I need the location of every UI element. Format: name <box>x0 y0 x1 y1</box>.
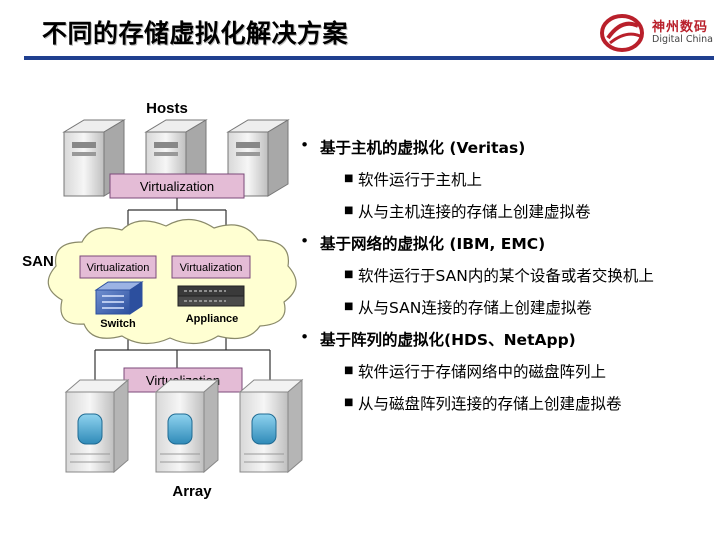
square-bullet-icon: ■ <box>344 173 354 184</box>
host-virtualization-label: Virtualization <box>140 179 214 194</box>
logo-text-cn: 神州数码 <box>652 20 709 35</box>
sub-bullet-item: ■ 软件运行于主机上 <box>344 168 710 189</box>
bullet-item: • 基于阵列的虚拟化(HDS、NetApp) <box>300 328 710 349</box>
sub-bullet-item: ■ 从与主机连接的存储上创建虚拟卷 <box>344 200 710 221</box>
storage-array <box>64 378 130 474</box>
host-virtualization-layer <box>109 173 245 199</box>
sub-bullet-text: 软件运行于SAN内的某个设备或者交换机上 <box>358 267 654 285</box>
appliance-label: Appliance <box>186 313 239 325</box>
storage-array <box>154 378 220 474</box>
appliance-virtualization-label: Virtualization <box>180 262 243 274</box>
bullet-text: 基于主机的虚拟化 (Veritas) <box>320 139 526 157</box>
storage-virtualization-diagram: Hosts Virtualization <box>22 100 304 500</box>
bullet-item: • 基于网络的虚拟化 (IBM, EMC) <box>300 232 710 253</box>
sub-bullet-text: 软件运行于主机上 <box>358 171 483 189</box>
bullet-dot-icon: • <box>300 328 310 346</box>
switch-icon <box>94 281 144 315</box>
square-bullet-icon: ■ <box>344 301 354 312</box>
bullet-item: • 基于主机的虚拟化 (Veritas) <box>300 136 710 157</box>
logo-text-en: Digital China <box>652 34 713 45</box>
sub-bullet-text: 软件运行于存储网络中的磁盘阵列上 <box>358 363 607 381</box>
storage-array <box>238 378 304 474</box>
bullet-text: 基于网络的虚拟化 (IBM, EMC) <box>320 235 546 253</box>
appliance-icon <box>177 285 245 307</box>
san-label: SAN <box>22 253 54 270</box>
square-bullet-icon: ■ <box>344 397 354 408</box>
switch-virtualization-layer <box>79 255 157 279</box>
appliance-virtualization-layer <box>171 255 251 279</box>
switch-virtualization-label: Virtualization <box>87 262 150 274</box>
square-bullet-icon: ■ <box>344 269 354 280</box>
array-label: Array <box>172 483 212 500</box>
hosts-label: Hosts <box>146 100 188 117</box>
digital-china-logo-icon <box>600 14 644 52</box>
sub-bullet-text: 从与磁盘阵列连接的存储上创建虚拟卷 <box>358 395 622 413</box>
bullet-list: • 基于主机的虚拟化 (Veritas) ■ 软件运行于主机上 ■ 从与主机连接的存储… <box>300 136 710 424</box>
sub-bullet-text: 从与SAN连接的存储上创建虚拟卷 <box>358 299 592 317</box>
bullet-dot-icon: • <box>300 232 310 250</box>
bullet-dot-icon: • <box>300 136 310 154</box>
san-cloud <box>47 218 297 345</box>
page-title: 不同的存储虚拟化解决方案 <box>42 19 349 48</box>
square-bullet-icon: ■ <box>344 365 354 376</box>
title-underline <box>24 56 714 60</box>
sub-bullet-item: ■ 软件运行于存储网络中的磁盘阵列上 <box>344 360 710 381</box>
switch-label: Switch <box>100 318 136 330</box>
sub-bullet-item: ■ 从与SAN连接的存储上创建虚拟卷 <box>344 296 710 317</box>
bullet-text: 基于阵列的虚拟化(HDS、NetApp) <box>320 331 576 349</box>
square-bullet-icon: ■ <box>344 205 354 216</box>
host-server <box>62 119 126 197</box>
sub-bullet-text: 从与主机连接的存储上创建虚拟卷 <box>358 203 591 221</box>
sub-bullet-item: ■ 从与磁盘阵列连接的存储上创建虚拟卷 <box>344 392 710 413</box>
sub-bullet-item: ■ 软件运行于SAN内的某个设备或者交换机上 <box>344 264 710 285</box>
